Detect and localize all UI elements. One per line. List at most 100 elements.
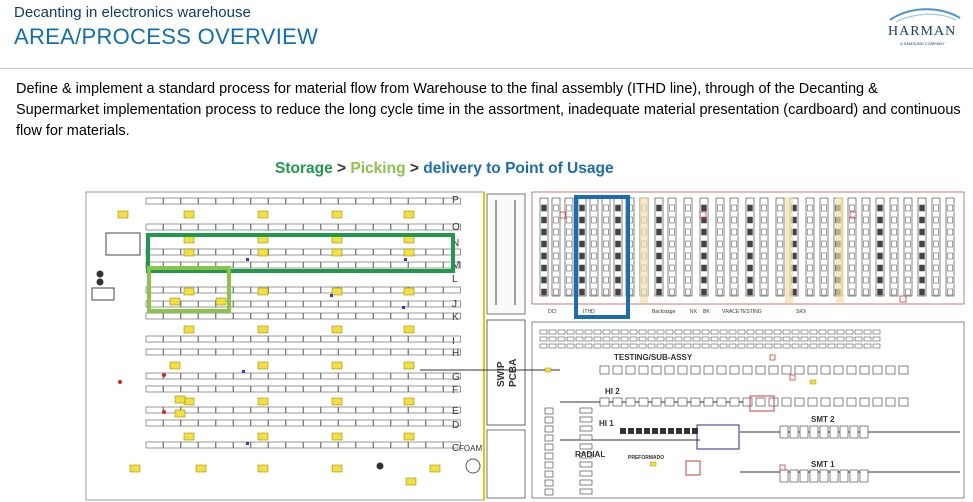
machine-cell — [854, 329, 863, 335]
pallet-location — [183, 235, 195, 244]
rack-bay — [320, 312, 339, 320]
workstation — [933, 228, 939, 236]
workstation — [849, 252, 855, 260]
machine-cell — [863, 336, 872, 342]
rack-bay — [268, 223, 286, 231]
machine-cell — [593, 329, 602, 335]
machine-cell — [579, 434, 593, 441]
pallet-location — [257, 397, 269, 406]
pallet-location — [183, 287, 195, 296]
zone-box — [696, 424, 740, 450]
assembly-station — [539, 197, 549, 297]
rack-row-labels: P O N M L J K I H G F E D C FOAM — [452, 195, 482, 454]
workstation — [947, 216, 953, 224]
rack-bay — [390, 197, 409, 205]
forklift-icon — [96, 278, 104, 286]
zone-box — [749, 395, 775, 412]
rack-bay — [145, 223, 164, 231]
machine-cell — [885, 365, 896, 375]
workstation — [717, 204, 723, 212]
rack-bay — [268, 300, 286, 308]
machine-cell — [719, 336, 728, 342]
rack-bay — [145, 385, 164, 393]
workstation — [603, 204, 609, 212]
machine-cell — [584, 343, 593, 349]
assembly-station — [729, 197, 739, 297]
rack-bay — [233, 441, 251, 449]
workstation — [685, 288, 691, 296]
rack-bay — [233, 372, 251, 380]
machine-cell — [665, 343, 674, 349]
smt-machine — [839, 425, 849, 439]
machine-cell — [660, 428, 666, 434]
machine-cell — [677, 397, 688, 407]
page-title: AREA/PROCESS OVERVIEW — [14, 24, 319, 49]
location-marker — [330, 294, 333, 297]
rack-bay — [408, 348, 426, 356]
workstation — [566, 204, 572, 212]
workstation — [821, 216, 827, 224]
pallet-location — [429, 464, 441, 473]
rack-bay — [390, 300, 409, 308]
workstation — [919, 240, 925, 248]
workstation — [717, 252, 723, 260]
machine-cell — [584, 329, 593, 335]
workstation — [905, 264, 911, 272]
rack-bay — [145, 406, 164, 414]
workstation — [777, 264, 783, 272]
workstation — [615, 276, 621, 284]
machine-cell — [818, 343, 827, 349]
rack-bay — [268, 348, 286, 356]
machine-cell — [544, 434, 554, 442]
workstation — [933, 288, 939, 296]
rack-bay — [215, 419, 234, 427]
line-label-testing: TESTING — [740, 309, 762, 315]
machine-cell — [692, 343, 701, 349]
rack-bay — [180, 441, 199, 449]
workstation — [891, 264, 897, 272]
machine-cell — [674, 343, 683, 349]
safety-marker — [162, 410, 166, 414]
machine-cell — [625, 365, 636, 375]
workstation — [863, 288, 869, 296]
rack-bay — [163, 372, 181, 380]
workstation — [821, 264, 827, 272]
smt-machine — [779, 469, 789, 483]
rack-bay — [425, 419, 444, 427]
pallet-location — [257, 235, 269, 244]
workstation — [747, 264, 753, 272]
rack-bay — [408, 261, 426, 269]
rack-bay — [198, 197, 216, 205]
rack-bay — [320, 197, 339, 205]
assembly-station — [667, 197, 677, 297]
rack-bay — [373, 223, 391, 231]
rack-bay — [390, 419, 409, 427]
rack-bay — [285, 335, 304, 343]
workstation — [579, 264, 585, 272]
machine-cell — [557, 343, 566, 349]
machine-cell — [854, 343, 863, 349]
rack-bay — [268, 248, 286, 256]
smt-machine — [829, 469, 839, 483]
rack-bay — [320, 441, 339, 449]
workstation — [731, 264, 737, 272]
workstation — [761, 204, 767, 212]
machine-cell — [625, 397, 636, 407]
pallet-location — [403, 248, 415, 257]
storage-zone-highlight — [146, 233, 455, 273]
workstation — [541, 288, 547, 296]
workstation — [777, 216, 783, 224]
machine-cell — [544, 488, 554, 496]
smt-machine — [809, 425, 819, 439]
workstation — [566, 252, 572, 260]
workstation — [947, 204, 953, 212]
workstation — [669, 228, 675, 236]
location-marker — [242, 370, 245, 373]
rack-bay — [145, 348, 164, 356]
line-label-bk: BK — [703, 309, 710, 315]
rack-bay — [163, 197, 181, 205]
machine-cell — [872, 343, 881, 349]
workstation — [591, 240, 597, 248]
workstation — [591, 252, 597, 260]
rack-bay — [285, 197, 304, 205]
